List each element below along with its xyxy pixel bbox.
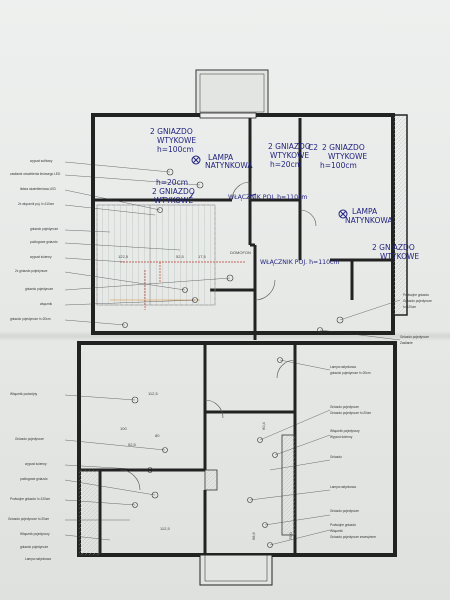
note-c2: C2 [308,143,318,152]
label-printed_labels-1: zasilanie oświetlenia liniowego LED [10,172,61,176]
label-printed_labels-8: gniazdo pojedyncze [25,287,53,291]
label-right_labels-9: Włącznik pojedynczy [330,429,360,433]
label-printed_labels-9: włącznik [40,302,52,306]
dim-4: 100 [120,426,127,431]
lamp-symbols [189,155,348,219]
note-gniazdo-3: 2 GNIAZDO [322,143,365,152]
note-lampa-2: LAMPA [352,207,378,216]
label-handwritten-g4_line2: 2 GNIAZDO [152,187,195,196]
label-printed_labels-0: wypust sufitowy [30,159,53,163]
electrical-symbols [122,168,344,548]
label-handwritten-lamp1_line2: NATYNKOWA [205,161,253,170]
label-handwritten-g1_line3: h=100cm [157,145,194,154]
top-balcony [195,69,269,117]
dim-8: 112,5 [160,526,170,531]
label-right_labels-8: Gniazdo pojedyncze h=20cm [330,411,372,415]
label-right_labels-1: Gniazdo pojedyncze [403,299,432,303]
note-gniazdo-1: 2 GNIAZDO [150,127,193,136]
note-gniazdo-5: 2 GNIAZDO [372,243,415,252]
label-right_labels-16: Gniazdo pojedyncze zewnętrzne [330,535,376,539]
label-printed_labels-10: gniazdo pojedyncze h=20cm [10,317,51,321]
dimension-labels: 122,5 52,5 17,5 100 80 112,5 52,5 112,5 … [118,254,293,540]
label-printed_labels-5: podłogowe gniazdo [30,240,58,244]
label-printed_labels-11: Włącznik podwójny [10,392,38,396]
dim-7: 52,5 [128,442,137,447]
printed-labels-left: wypust sufitowy zasilanie oświetlenia li… [8,159,61,561]
label-right_labels-4: Zasilanie [400,341,413,345]
label-handwritten-lamp2_line2: NATYNKOWA [345,216,393,225]
label-printed_labels-7: 2x gniazdo pojedyncze [15,269,48,273]
label-right_labels-14: Podwójne gniazdo [330,523,356,527]
label-right_labels-7: Gniazdo pojedyncze [330,405,359,409]
note-wlacznik-2: WŁĄCZNIK POJ. h=110cm [260,258,339,266]
label-printed_labels-17: Włącznik pojedynczy [20,532,50,536]
door-arcs-upper [231,181,317,301]
label-handwritten-g3_line2: WTYKOWE [328,152,367,161]
label-handwritten-g2_line2: WTYKOWE [270,151,309,160]
leader-lines [64,161,401,546]
door-arcs-lower [119,359,296,491]
label-printed_labels-6: wypust ścienny [30,255,52,259]
label-printed_labels-4: gniazdo pojedyncze [30,227,58,231]
paper-fold [0,331,450,341]
note-gniazdo-4: h=20cm [156,178,188,187]
dim-9: 68,6 [251,531,256,540]
dim-2: 52,5 [176,254,185,259]
note-wlacznik-1: WŁĄCZNIK POJ. h=110cm [228,193,307,201]
label-handwritten-g5_line2: WTYKOWE [380,252,419,261]
label-right_labels-5: Lampa natynkowa [330,365,356,369]
dim-6: 112,5 [148,391,158,396]
dim-3: 17,5 [198,254,207,259]
staircase [96,204,216,306]
handwritten-notes: 2 GNIAZDO WTYKOWE h=100cm 2 GNIAZDO WTYK… [150,127,419,266]
dim-10: 60,4 [261,421,266,430]
label-printed_labels-16: Gniazdo pojedyncze h=20cm [8,517,50,521]
label-right_labels-2: h=120cm [403,305,417,309]
label-printed_labels-13: wypust ścienny [25,462,47,466]
label-printed_labels-2: listwa oświetleniowa LED [20,187,56,191]
label-printed_labels-12: Gniazdo pojedyncze [15,437,44,441]
dim-1: 122,5 [118,254,129,259]
label-printed_labels-3: 2x włącznik poj. h=110cm [18,202,55,206]
room-tag-domofon: DOMOFON [230,250,251,255]
printed-labels-right: Podwójne gniazdo Gniazdo pojedyncze h=12… [330,293,432,539]
interior-walls-upper [93,118,393,340]
label-printed_labels-15: Podwójne gniazdo h=120cm [10,497,50,501]
label-handwritten-g4_line3: WTYKOWE [154,196,193,205]
label-printed_labels-18: gniazdo pojedyncze [20,545,48,549]
label-printed_labels-19: Lampa natynkowa [25,557,51,561]
red-cable-lines [120,261,245,310]
label-right_labels-6: gniazdo pojedyncze h=20cm [330,371,371,375]
label-handwritten-g3_line3: h=100cm [320,161,357,170]
outer-walls-lower [77,341,397,586]
label-handwritten-g2_line3: h=20cm [270,160,302,169]
label-right_labels-3: Gniazdo pojedyncze [400,335,429,339]
hatched-walls-lower [78,434,296,556]
label-handwritten-g1_line2: WTYKOWE [157,136,196,145]
dim-11: 75,0 [288,531,293,540]
label-right_labels-10: Wypust ścienny [330,435,353,439]
label-right_labels-13: Gniazdo pojedyncze [330,509,359,513]
outer-walls-upper [91,112,408,335]
dim-5: 80 [155,433,160,438]
label-right_labels-12: Lampa natynkowa [330,485,356,489]
interior-walls-lower [79,343,297,555]
label-right_labels-11: Gniazdo [330,455,342,459]
label-right_labels-15: Włącznik [330,529,343,533]
label-printed_labels-14: podłogowe gniazdo [20,477,48,481]
note-lampa-1: LAMPA [208,153,234,162]
note-gniazdo-2: 2 GNIAZDO [268,142,311,151]
label-right_labels-0: Podwójne gniazdo [403,293,429,297]
